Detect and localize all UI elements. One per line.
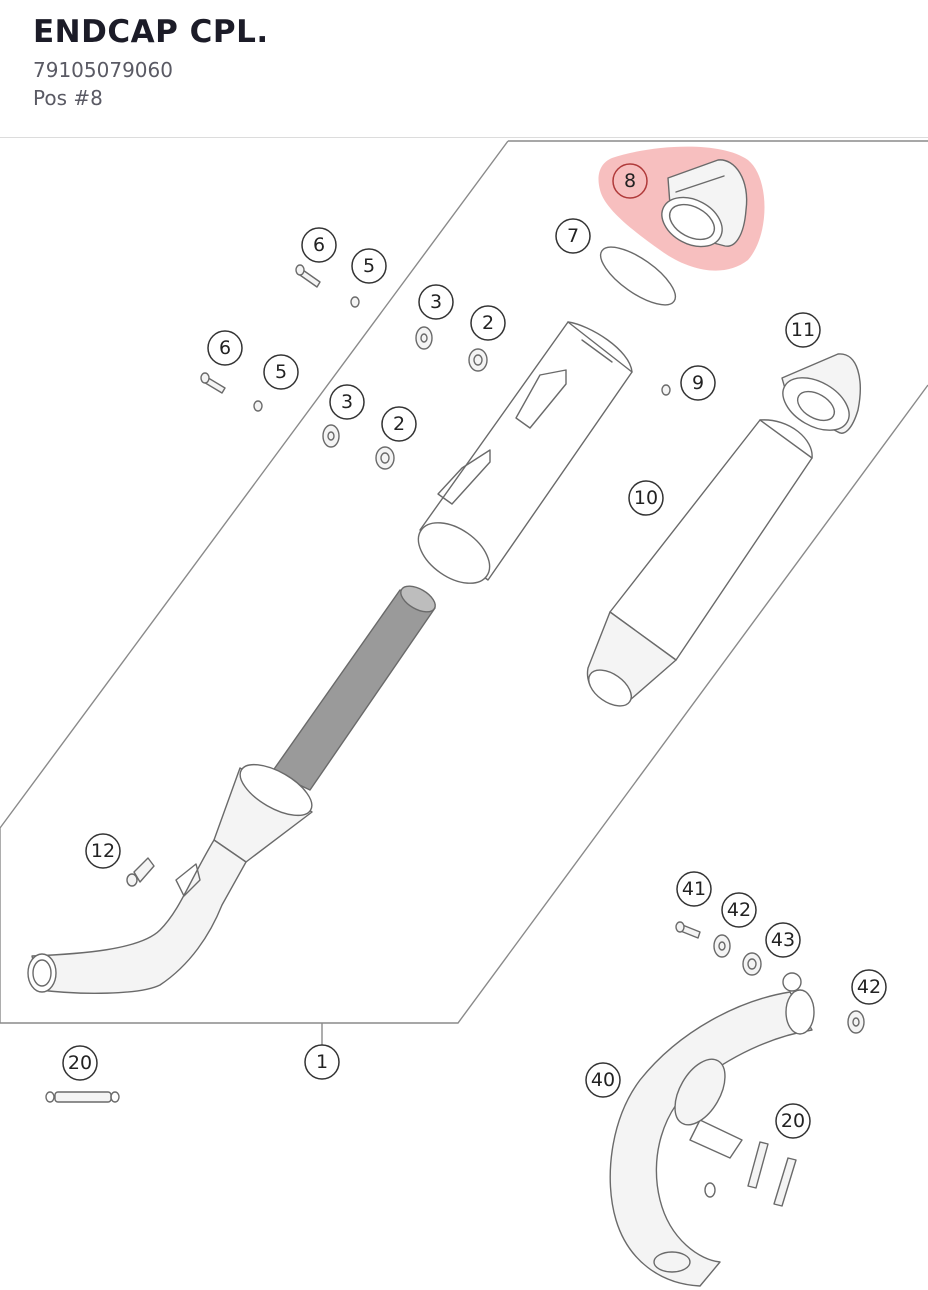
- part-6-bolt-lower[interactable]: [200, 372, 226, 394]
- part-9-screw[interactable]: [661, 384, 671, 396]
- callout-6-upper[interactable]: 6: [301, 227, 337, 263]
- part-3-grommet-lower[interactable]: [322, 424, 340, 448]
- assembly-frame-left: [0, 140, 928, 1024]
- perforated-inner-tube[interactable]: [271, 581, 439, 791]
- part-42-washer-left[interactable]: [713, 934, 731, 958]
- svg-text:6: 6: [313, 234, 325, 256]
- rear-pipe[interactable]: [27, 839, 247, 994]
- silencer-inner-body[interactable]: [407, 321, 633, 596]
- callout-40[interactable]: 40: [585, 1062, 621, 1098]
- part-41-bolt[interactable]: [675, 921, 701, 939]
- part-20-spring-right-b[interactable]: [773, 1157, 797, 1207]
- svg-text:20: 20: [68, 1052, 92, 1074]
- svg-text:41: 41: [682, 878, 706, 900]
- callout-2-lower[interactable]: 2: [381, 406, 417, 442]
- part-3-grommet-upper[interactable]: [415, 326, 433, 350]
- svg-text:3: 3: [341, 391, 353, 413]
- callout-5-upper[interactable]: 5: [351, 248, 387, 284]
- callout-42-left[interactable]: 42: [721, 892, 757, 928]
- svg-text:12: 12: [91, 840, 115, 862]
- callout-1[interactable]: 1: [304, 1044, 340, 1080]
- callout-9[interactable]: 9: [680, 365, 716, 401]
- callout-3-upper[interactable]: 3: [418, 284, 454, 320]
- callout-41[interactable]: 41: [676, 871, 712, 907]
- part-2-bushing-lower[interactable]: [375, 446, 395, 470]
- callout-5-lower[interactable]: 5: [263, 354, 299, 390]
- part-43-grommet[interactable]: [742, 952, 762, 976]
- part-7-gasket[interactable]: [592, 237, 684, 315]
- svg-text:11: 11: [791, 319, 815, 341]
- svg-text:20: 20: [781, 1110, 805, 1132]
- part-5-washer-upper[interactable]: [350, 296, 360, 308]
- part-6-bolt-upper[interactable]: [295, 264, 321, 288]
- svg-text:5: 5: [363, 255, 375, 277]
- svg-text:42: 42: [857, 976, 881, 998]
- svg-text:1: 1: [316, 1051, 328, 1073]
- callout-7[interactable]: 7: [555, 218, 591, 254]
- svg-text:5: 5: [275, 361, 287, 383]
- part-11-endcap[interactable]: [774, 353, 861, 441]
- svg-text:3: 3: [430, 291, 442, 313]
- callout-2-upper[interactable]: 2: [470, 305, 506, 341]
- part-12-clamp[interactable]: [126, 857, 155, 887]
- callout-8[interactable]: 8: [612, 163, 648, 199]
- callout-10[interactable]: 10: [628, 480, 664, 516]
- svg-text:6: 6: [219, 337, 231, 359]
- callout-20-right[interactable]: 20: [775, 1103, 811, 1139]
- callout-42-right[interactable]: 42: [851, 969, 887, 1005]
- callout-12[interactable]: 12: [85, 833, 121, 869]
- part-title: ENDCAP CPL.: [33, 14, 269, 50]
- part-position: Pos #8: [33, 86, 103, 110]
- part-20-spring-right-a[interactable]: [747, 1141, 769, 1189]
- svg-text:2: 2: [393, 413, 405, 435]
- svg-text:40: 40: [591, 1069, 615, 1091]
- part-number: 79105079060: [33, 58, 173, 82]
- part-10-silencer-sleeve[interactable]: [582, 419, 813, 713]
- svg-text:9: 9: [692, 372, 704, 394]
- svg-text:7: 7: [567, 225, 579, 247]
- svg-text:42: 42: [727, 899, 751, 921]
- part-5-washer-lower[interactable]: [253, 400, 263, 412]
- callout-43[interactable]: 43: [765, 922, 801, 958]
- part-42-washer-right[interactable]: [847, 1010, 865, 1034]
- svg-text:43: 43: [771, 929, 795, 951]
- svg-text:2: 2: [482, 312, 494, 334]
- part-20-spring-left[interactable]: [45, 1091, 120, 1103]
- callout-6-lower[interactable]: 6: [207, 330, 243, 366]
- part-2-bushing-upper[interactable]: [468, 348, 488, 372]
- svg-text:10: 10: [634, 487, 658, 509]
- part-40-header-pipe[interactable]: [609, 972, 815, 1287]
- part-8-endcap[interactable]: [653, 159, 748, 257]
- callout-20-left[interactable]: 20: [62, 1045, 98, 1081]
- part-header: ENDCAP CPL. 79105079060 Pos #8: [0, 0, 928, 138]
- callout-11[interactable]: 11: [785, 312, 821, 348]
- svg-text:8: 8: [624, 170, 636, 192]
- callout-3-lower[interactable]: 3: [329, 384, 365, 420]
